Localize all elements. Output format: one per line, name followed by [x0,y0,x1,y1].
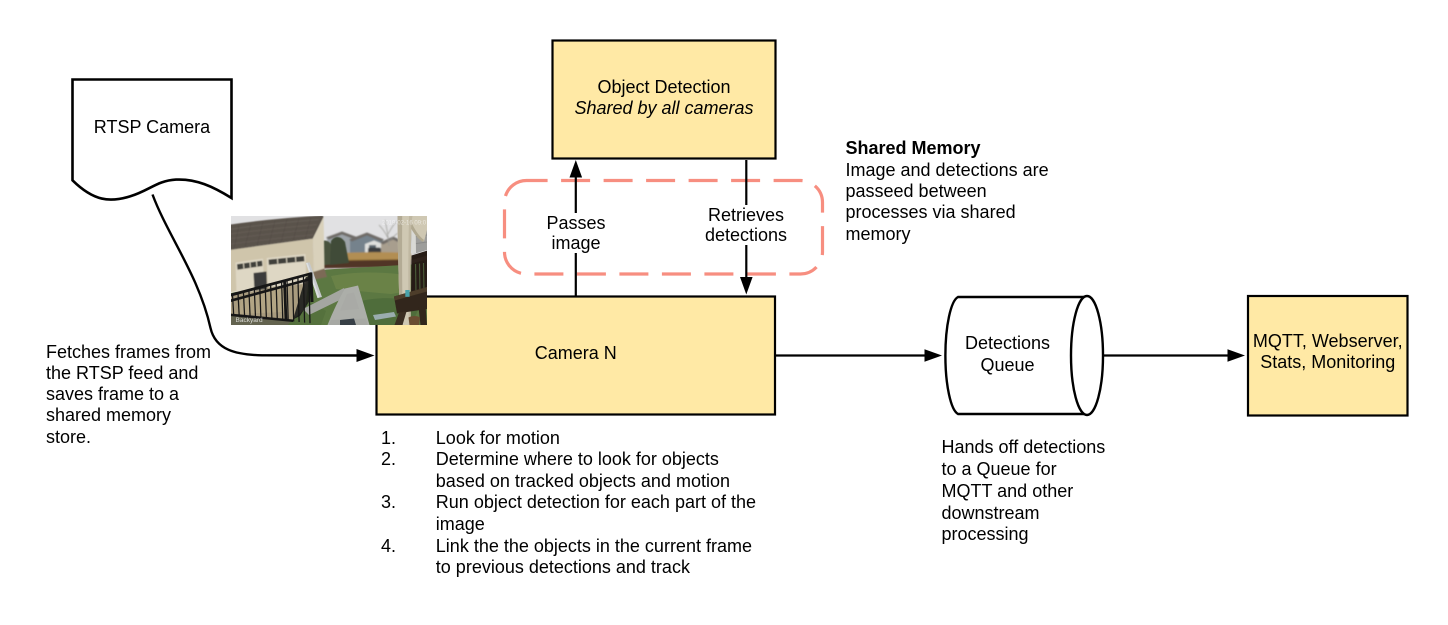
svg-text:Backyard: Backyard [236,317,263,324]
svg-text:2019-02-16 09:0: 2019-02-16 09:0 [382,221,427,227]
